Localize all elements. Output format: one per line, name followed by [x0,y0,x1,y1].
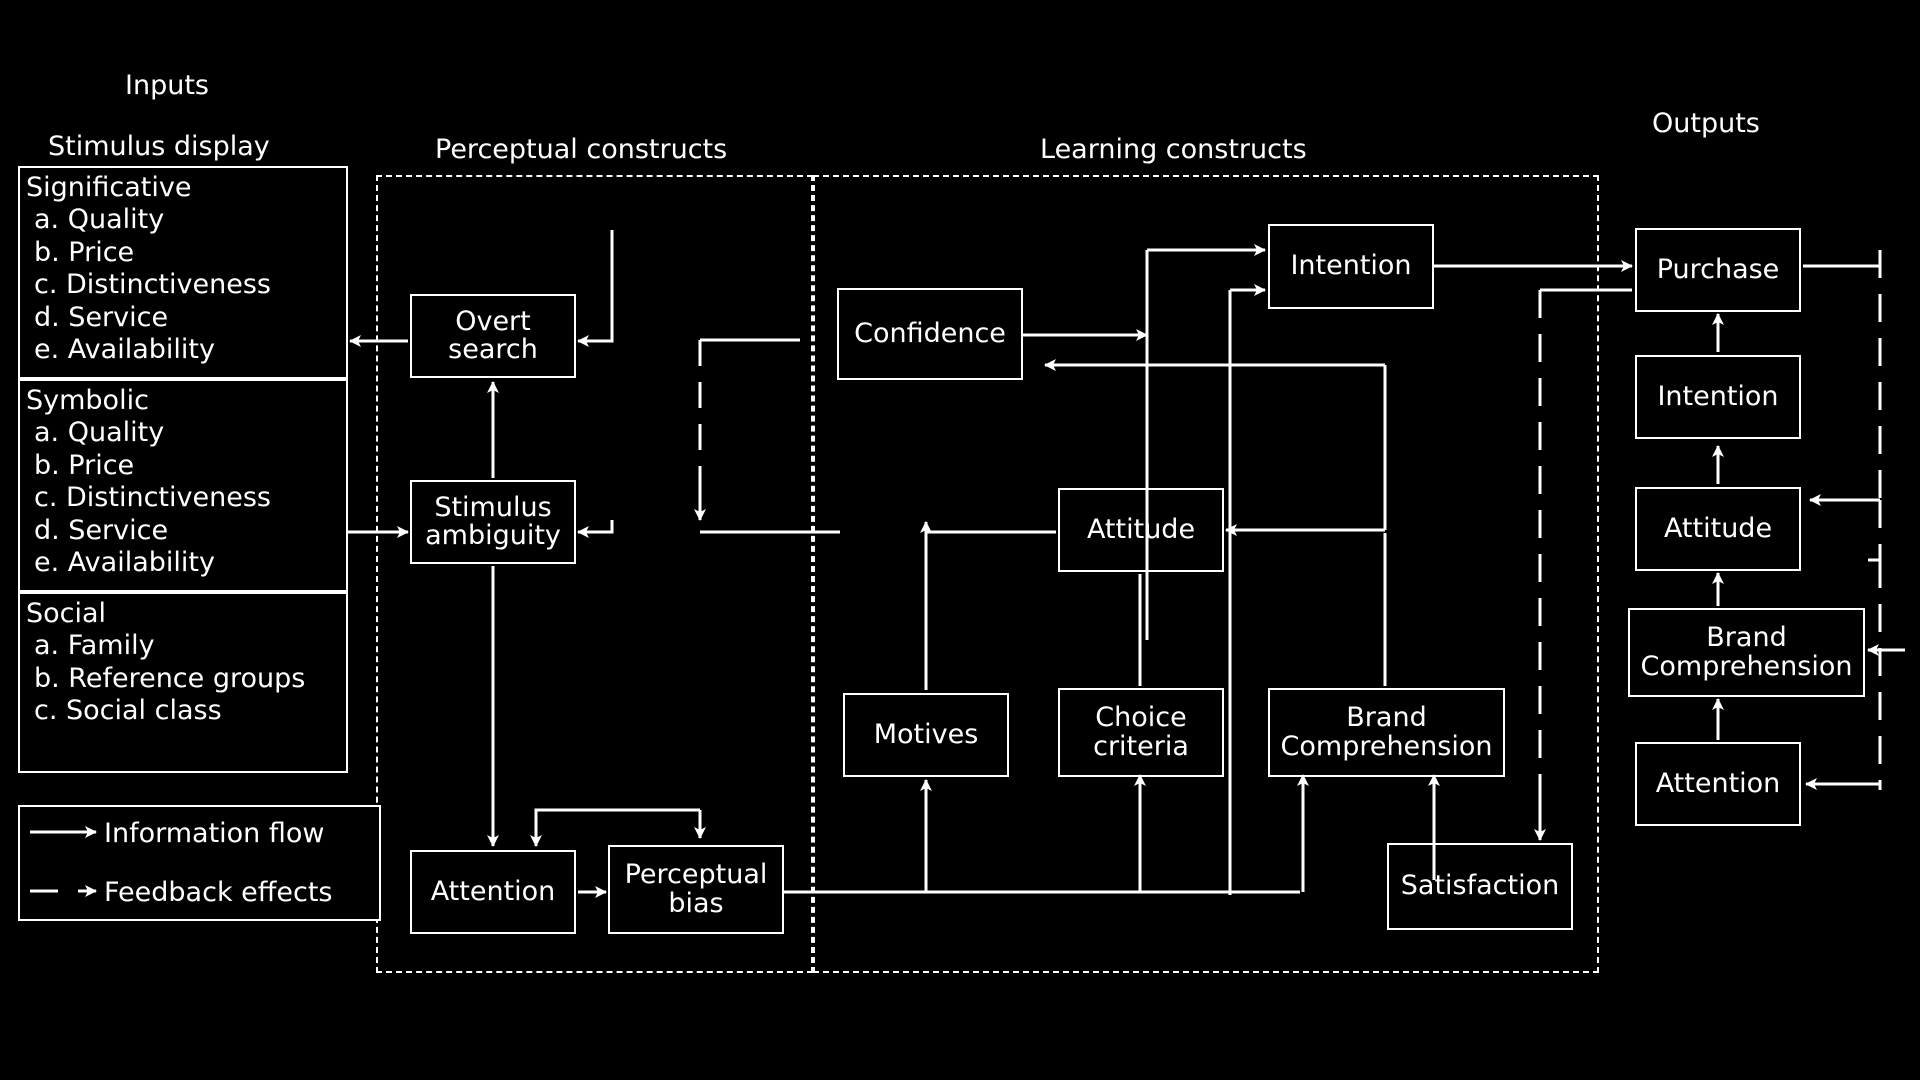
box-attitude-learning[interactable]: Attitude [1058,488,1224,572]
learning-constructs-panel [813,175,1599,973]
input-group-social: Social a. Family b. Reference groups c. … [18,592,348,773]
input-item: e. Availability [34,546,215,578]
input-group-heading: Symbolic [26,385,149,416]
box-purchase[interactable]: Purchase [1635,228,1801,312]
input-item: d. Service [34,514,169,546]
perceptual-constructs-panel [376,175,813,973]
box-intention-output[interactable]: Intention [1635,355,1801,439]
input-item: a. Family [34,630,155,662]
legend-feedback-effects-label: Feedback effects [104,877,333,908]
input-item: c. Distinctiveness [34,269,271,301]
input-item: d. Service [34,301,169,333]
box-attention-perceptual[interactable]: Attention [410,850,576,934]
box-attitude-learning-label: Attitude [1086,513,1196,545]
input-item: b. Reference groups [34,662,306,694]
box-intention-learning[interactable]: Intention [1268,224,1434,309]
input-group-heading: Social [26,598,107,629]
inputs-title: Inputs [125,70,209,101]
input-item: c. Distinctiveness [34,482,271,514]
perceptual-constructs-title: Perceptual constructs [435,134,728,165]
box-attitude-output-label: Attitude [1663,512,1773,544]
box-attention-output[interactable]: Attention [1635,742,1801,826]
box-confidence-label: Confidence [854,317,1006,349]
box-satisfaction-label: Satisfaction [1400,870,1560,902]
stimulus-display-title: Stimulus display [48,131,270,162]
input-group-symbolic: Symbolic a. Quality b. Price c. Distinct… [18,379,348,592]
input-item: a. Quality [34,417,165,449]
box-attitude-output[interactable]: Attitude [1635,487,1801,571]
box-attention-perceptual-label: Attention [430,875,556,907]
legend-box [18,805,381,921]
box-intention-learning-label: Intention [1290,250,1412,282]
outputs-title: Outputs [1652,108,1760,139]
legend-information-flow-label: Information flow [104,818,325,849]
input-item: b. Price [34,449,135,481]
box-confidence[interactable]: Confidence [837,288,1023,380]
input-item: e. Availability [34,333,215,365]
learning-constructs-title: Learning constructs [1040,134,1307,165]
box-intention-output-label: Intention [1657,380,1779,412]
box-satisfaction[interactable]: Satisfaction [1387,843,1573,930]
input-item: a. Quality [34,204,165,236]
input-item: c. Social class [34,695,222,727]
input-group-heading: Significative [26,172,192,203]
box-motives-label: Motives [873,718,979,750]
box-attention-output-label: Attention [1655,767,1781,799]
input-item: b. Price [34,236,135,268]
box-motives[interactable]: Motives [843,693,1009,777]
input-group-significative: Significative a. Quality b. Price c. Dis… [18,166,348,379]
box-purchase-label: Purchase [1656,253,1780,285]
